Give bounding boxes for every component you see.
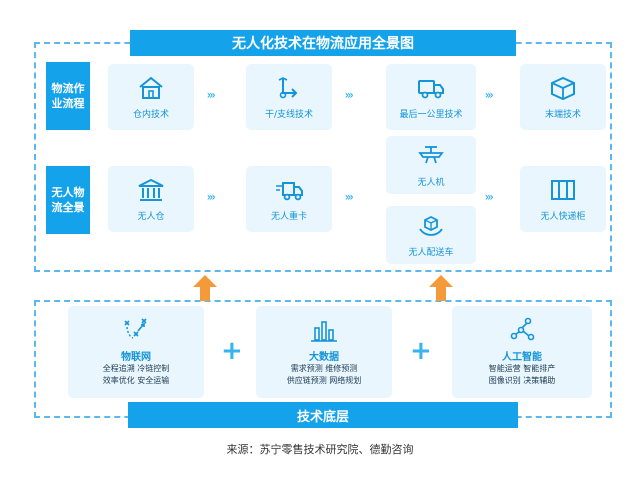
tech-foundation-banner: 技术底层 (128, 402, 518, 428)
card-warehouse-tech: 仓内技术 (108, 64, 194, 130)
drone-icon (418, 145, 444, 163)
warehouse-icon (138, 178, 164, 201)
tech-detail: 需求预测 维修预测 (290, 364, 358, 373)
up-arrow-icon (429, 275, 453, 301)
card-label: 无人重卡 (270, 211, 307, 222)
tech-detail: 智能运营 智能排产 (488, 364, 556, 373)
card-label: 无人仓 (137, 211, 165, 222)
card-label: 最后一公里技术 (399, 109, 463, 120)
heavy-truck-icon (276, 181, 303, 200)
chevron-icon: ››› (344, 190, 354, 204)
card-label: 末端技术 (544, 109, 581, 120)
card-trunk-tech: 干/支线技术 (246, 64, 332, 130)
row-label-panorama: 无人物流全景 (46, 166, 90, 234)
card-label: 无人配送车 (408, 247, 454, 258)
locker-icon (551, 179, 575, 200)
card-label: 无人快递柜 (540, 211, 586, 222)
truck-icon (418, 79, 444, 98)
card-label: 无人机 (417, 177, 445, 188)
diagram-title: 无人化技术在物流应用全景图 (130, 30, 516, 56)
card-drone: 无人机 (386, 136, 476, 194)
tech-card-bigdata: 大数据 需求预测 维修预测 供应链预测 网络规划 (256, 306, 392, 398)
route-icon (278, 76, 298, 98)
card-label: 仓内技术 (132, 109, 169, 120)
tech-card-ai: 人工智能 智能运营 智能排产 图像识别 决策辅助 (452, 306, 592, 398)
chevron-icon: ››› (206, 190, 216, 204)
box-icon (551, 76, 575, 100)
card-label: 干/支线技术 (264, 109, 314, 120)
network-icon (124, 318, 147, 339)
card-express-locker: 无人快递柜 (520, 166, 606, 232)
tech-detail: 图像识别 决策辅助 (488, 376, 556, 385)
card-unmanned-truck: 无人重卡 (246, 166, 332, 232)
tech-name: 物联网 (121, 352, 151, 363)
tech-name: 人工智能 (502, 352, 542, 363)
tech-card-iot: 物联网 全程追溯 冷链控制 效率优化 安全运输 (68, 306, 204, 398)
delivery-cube-icon (419, 215, 443, 236)
chevron-icon: ››› (484, 88, 494, 102)
ai-nodes-icon (510, 317, 535, 341)
up-arrow-icon (193, 275, 217, 301)
card-terminal-tech: 末端技术 (520, 64, 606, 130)
card-lastmile-tech: 最后一公里技术 (386, 64, 476, 130)
card-delivery-vehicle: 无人配送车 (386, 206, 476, 264)
row-label-process: 物流作业流程 (46, 62, 90, 130)
tech-detail: 供应链预测 网络规划 (286, 376, 362, 385)
source-note: 来源：苏宁零售技术研究院、德勤咨询 (226, 443, 414, 456)
card-unmanned-warehouse: 无人仓 (108, 166, 194, 232)
chevron-icon: ››› (344, 88, 354, 102)
chevron-icon: ››› (484, 190, 494, 204)
plus-icon: + (410, 336, 432, 366)
house-icon (139, 76, 163, 99)
chevron-icon: ››› (206, 88, 216, 102)
tech-name: 大数据 (309, 352, 339, 363)
tech-detail: 全程追溯 冷链控制 (102, 364, 170, 373)
tech-detail: 效率优化 安全运输 (102, 376, 170, 385)
bar-chart-icon (311, 321, 337, 342)
plus-icon: + (221, 336, 243, 366)
